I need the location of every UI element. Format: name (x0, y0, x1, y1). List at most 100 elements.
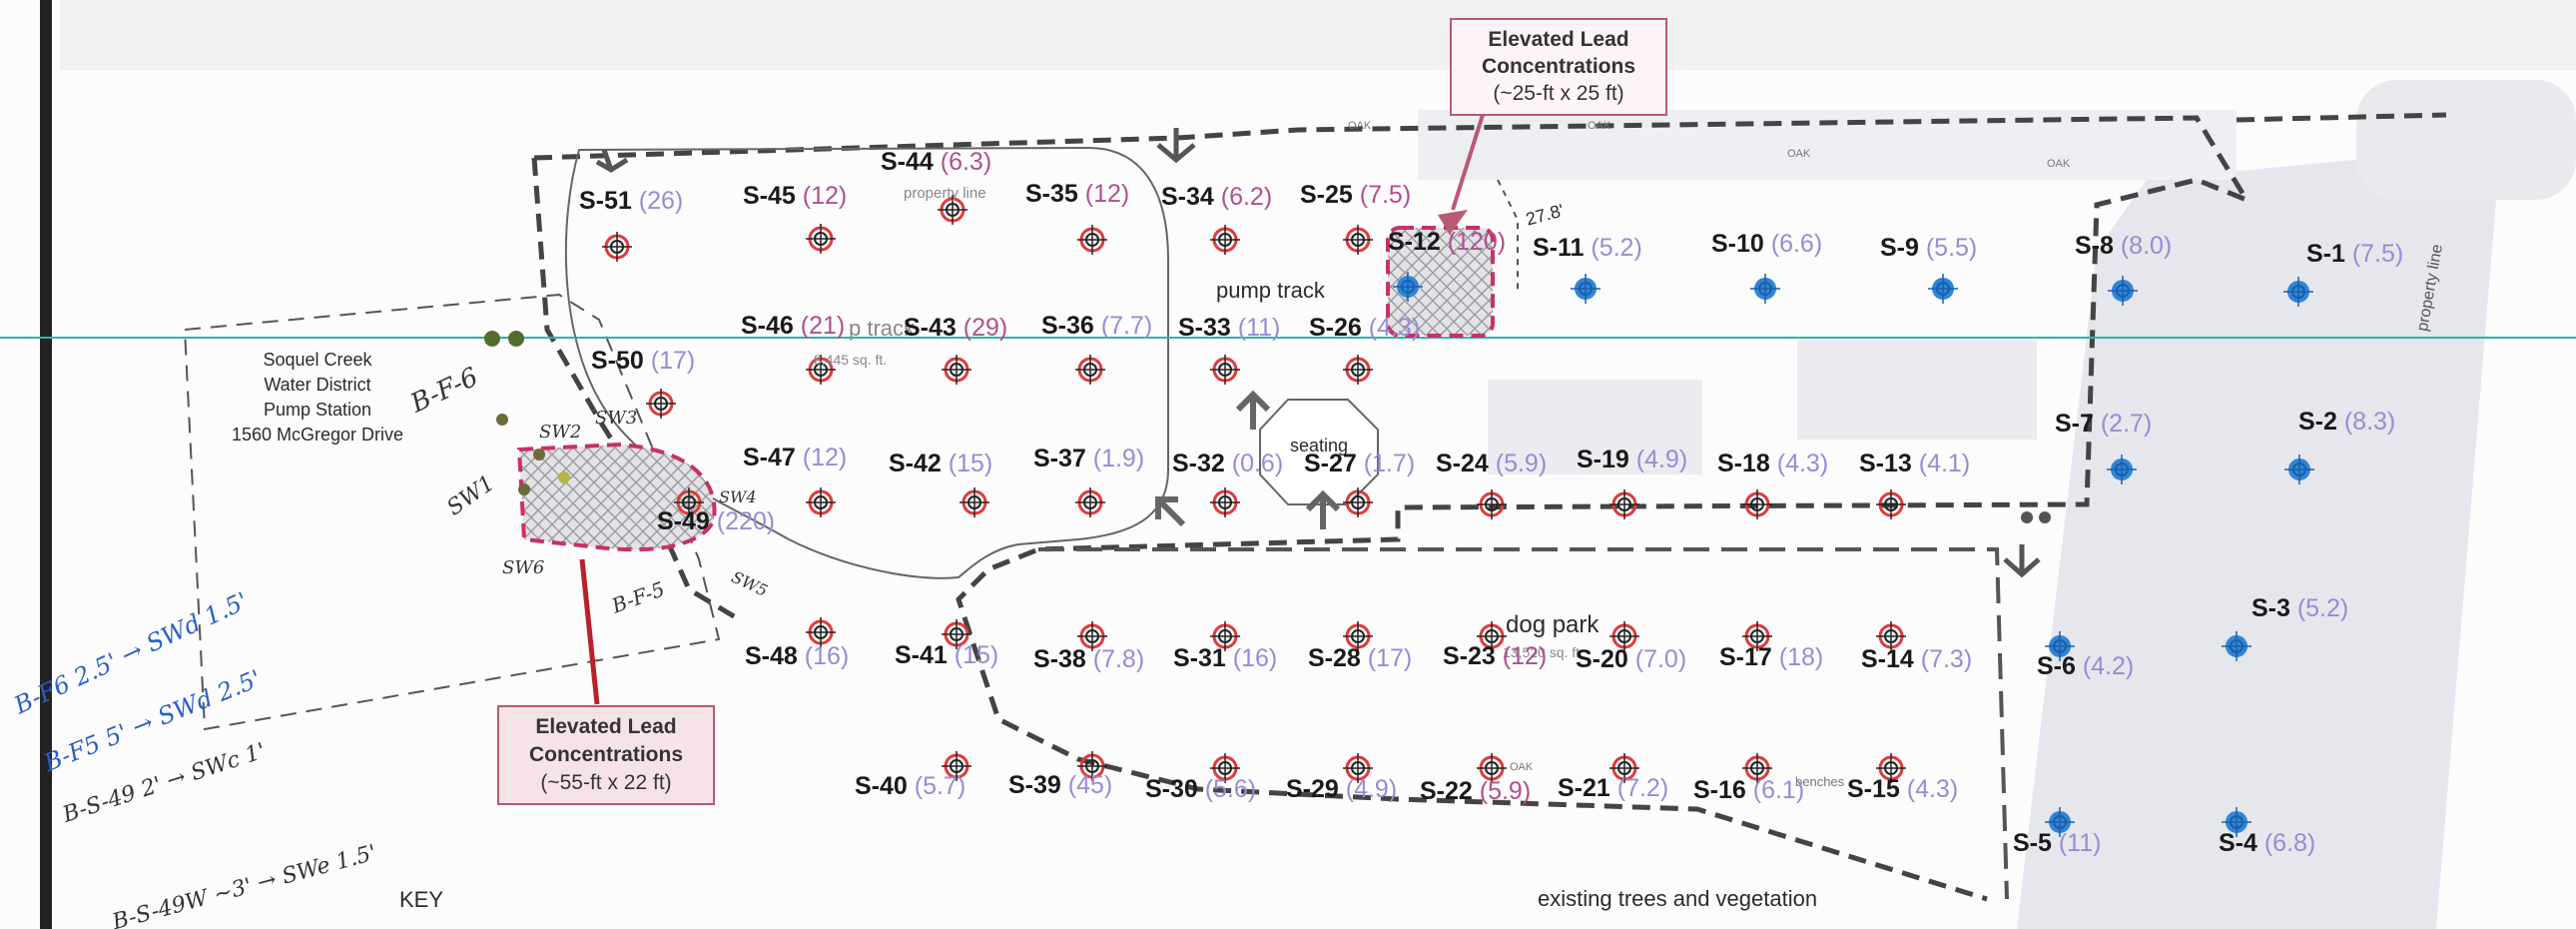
sample-id: S-44 (881, 148, 934, 176)
sample-id: S-5 (2013, 829, 2052, 857)
sample-label: S-50 (17) (591, 349, 695, 374)
pump-station-label: Soquel Creek Water District Pump Station… (218, 348, 417, 448)
tree-label: OAK (1348, 120, 1372, 132)
arrow-down-icon-2 (595, 149, 629, 173)
sample-label: S-39 (45) (1008, 773, 1112, 798)
hw-sw3: SW3 (595, 408, 638, 429)
sample-label: S-12 (120) (1388, 230, 1506, 255)
building-1 (1488, 380, 1702, 474)
sample-value: (7.5) (2344, 240, 2404, 268)
sample-value: (6.6) (1763, 230, 1823, 258)
sample-label: S-26 (4.3) (1309, 316, 1420, 341)
sample-point-blue-icon (2108, 276, 2138, 306)
pump-track-area-label: 8,445 sq. ft. (814, 352, 888, 368)
well-dot (508, 331, 524, 347)
sample-id: S-21 (1558, 774, 1610, 802)
sample-label: S-29 (4.9) (1286, 777, 1397, 802)
sample-label: S-14 (7.3) (1861, 647, 1972, 672)
sample-value: (26) (631, 187, 684, 215)
sample-label: S-1 (7.5) (2306, 242, 2403, 267)
sample-id: S-25 (1300, 181, 1353, 209)
sample-label: S-35 (12) (1025, 182, 1129, 207)
sample-id: S-33 (1178, 314, 1231, 342)
sample-label: S-31 (16) (1173, 646, 1277, 671)
sample-point-red-icon (1742, 489, 1772, 519)
faint-header-band (60, 0, 2576, 70)
sample-value: (7.0) (1627, 645, 1687, 673)
sample-label: S-47 (12) (743, 446, 847, 470)
callout-bottom: Elevated Lead Concentrations (~55-ft x 2… (497, 705, 715, 805)
arrow-up-icon-2 (1305, 489, 1341, 529)
tree-label: OAK (2047, 158, 2071, 170)
sample-point-blue-icon (2222, 807, 2252, 837)
sample-value: (5.9) (1488, 450, 1548, 477)
dog-park-boundary (1038, 547, 2009, 900)
arrow-up-icon (1235, 390, 1271, 430)
lead-zone-bottom (516, 442, 717, 552)
sample-id: S-39 (1008, 771, 1061, 799)
pump-station-line2: Water District (264, 375, 371, 395)
well-dot (496, 414, 508, 426)
callout-top-arrowhead (1438, 210, 1468, 235)
sample-id: S-34 (1161, 183, 1214, 211)
arrow-down-icon (1156, 128, 1196, 164)
sample-id: S-51 (579, 187, 632, 215)
sample-value: (4.2) (2075, 652, 2135, 680)
callout-top-line1: Elevated Lead (1488, 28, 1629, 51)
hw-sw6: SW6 (502, 557, 545, 578)
sample-point-red-icon (1610, 753, 1639, 783)
sample-label: S-24 (5.9) (1436, 452, 1547, 476)
sample-id: S-7 (2055, 410, 2094, 438)
sample-label: S-22 (5.9) (1420, 779, 1531, 804)
sample-value: (4.9) (1628, 446, 1688, 473)
sample-value: (12) (1495, 642, 1548, 670)
pump-station-line1: Soquel Creek (263, 350, 372, 370)
well-dot (518, 483, 530, 495)
sample-label: S-3 (5.2) (2252, 596, 2348, 621)
sample-label: S-49 (220) (657, 509, 775, 534)
sample-id: S-8 (2075, 232, 2114, 260)
dimension-bracket (1497, 179, 1519, 290)
sample-value: (8.0) (2113, 232, 2173, 260)
sample-value: (45) (1060, 771, 1113, 799)
sample-point-red-icon (1075, 487, 1105, 517)
sample-label: S-8 (8.0) (2075, 234, 2172, 259)
sample-label: S-46 (21) (741, 314, 845, 339)
callout-top-arrow (1451, 114, 1485, 211)
callout-top: Elevated Lead Concentrations (~25-ft x 2… (1450, 18, 1667, 116)
sample-value: (5.2) (2289, 594, 2349, 622)
sample-value: (18) (1771, 643, 1824, 671)
callout-bottom-line2: Concentrations (528, 743, 683, 766)
sample-label: S-23 (12) (1443, 644, 1547, 669)
sample-label: S-7 (2.7) (2055, 412, 2152, 437)
sample-label: S-28 (17) (1308, 646, 1412, 671)
sample-label: S-36 (7.7) (1041, 314, 1152, 339)
seating-label: seating (1290, 436, 1349, 456)
sample-point-red-icon (942, 751, 971, 781)
sample-id: S-43 (904, 314, 957, 342)
parking-lot-top (2356, 80, 2576, 200)
sample-point-red-icon (1876, 489, 1906, 519)
sample-id: S-20 (1576, 645, 1628, 673)
sample-point-red-icon (1077, 225, 1107, 255)
callout-top-line3: (~25-ft x 25 ft) (1493, 82, 1624, 105)
sample-id: S-3 (2252, 594, 2290, 622)
lead-zone-top (1386, 226, 1495, 338)
sample-point-red-icon (1343, 487, 1373, 517)
building-2 (1797, 340, 2037, 440)
hw-sw2: SW2 (539, 422, 582, 443)
sample-id: S-23 (1443, 642, 1496, 670)
sample-value: (7.3) (1913, 645, 1973, 673)
sample-value: (6.3) (933, 148, 992, 176)
sample-point-red-icon (1876, 621, 1906, 651)
sample-value: (11) (1230, 314, 1281, 342)
sample-value: (5.9) (1472, 777, 1532, 805)
sample-id: S-37 (1033, 445, 1086, 472)
sample-label: S-17 (18) (1719, 645, 1823, 670)
pump-track-label: pump track (1216, 278, 1325, 303)
sample-id: S-9 (1880, 234, 1919, 262)
sample-value: (0.6) (1224, 450, 1284, 477)
sample-point-red-icon (1477, 753, 1507, 783)
sample-point-red-icon (806, 487, 836, 517)
